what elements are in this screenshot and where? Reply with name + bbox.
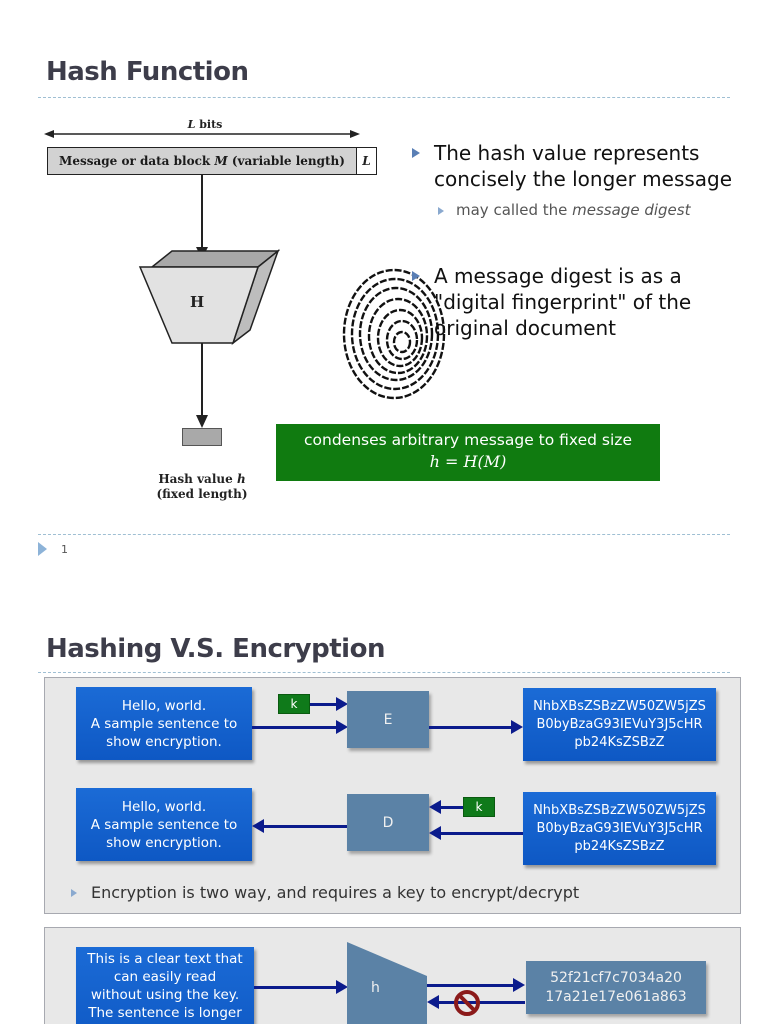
definition-callout: condenses arbitrary message to fixed siz… <box>276 424 660 481</box>
ciphertext-input-arrow <box>429 826 523 840</box>
bullet-2-text: A message digest is as a "digital finger… <box>434 264 692 340</box>
length-arrow <box>44 130 360 138</box>
page-marker-icon <box>38 542 47 556</box>
footer-divider <box>38 534 730 535</box>
hash-function-label: h <box>371 980 380 996</box>
hash-value-box <box>182 428 222 446</box>
message-block: Message or data block M (variable length… <box>47 147 357 175</box>
hash-value-caption: Hash value h (fixed length) <box>140 472 264 502</box>
key-box: k <box>278 694 310 714</box>
fingerprint-icon <box>342 268 446 400</box>
bullet-icon <box>71 888 77 897</box>
title-divider <box>38 672 730 673</box>
bullet-icon <box>412 271 420 281</box>
hash-function-label: H <box>190 293 205 311</box>
decrypt-output-arrow <box>252 819 347 833</box>
cleartext-box: This is a clear text that can easily rea… <box>76 947 254 1024</box>
bullet-icon <box>412 148 420 158</box>
plaintext-arrow <box>252 720 348 734</box>
cleartext-arrow <box>254 980 348 994</box>
page-number-text: 1 <box>61 542 68 556</box>
digest-arrow <box>427 978 525 992</box>
bullet-1-sub-text: may called the message digest <box>456 201 691 219</box>
key-arrow <box>429 800 463 814</box>
callout-line1: condenses arbitrary message to fixed siz… <box>304 431 632 449</box>
ciphertext-box: NhbXBsZSBzZW50ZW5jZS B0byBzaG93IEVuY3J5c… <box>523 792 716 865</box>
ciphertext-box: NhbXBsZSBzZW50ZW5jZS B0byBzaG93IEVuY3J5c… <box>523 688 716 761</box>
hashing-panel: This is a clear text that can easily rea… <box>44 927 741 1024</box>
encrypt-box: E <box>347 691 429 748</box>
bullet-1-sub: may called the message digest <box>438 200 748 220</box>
hash-funnel-shape <box>347 942 427 1024</box>
bullet-1-text: The hash value represents concisely the … <box>434 141 733 191</box>
caption-line2: (fixed length) <box>156 487 248 501</box>
encryption-note: Encryption is two way, and requires a ke… <box>71 883 579 902</box>
encryption-panel: Hello, world. A sample sentence to show … <box>44 677 741 914</box>
decrypt-box: D <box>347 794 429 851</box>
slide-title-hashing-vs-encryption: Hashing V.S. Encryption <box>46 634 385 664</box>
page-number: 1 <box>38 542 68 556</box>
ciphertext-arrow <box>429 720 523 734</box>
key-arrow <box>310 697 348 711</box>
length-field: L <box>357 147 377 175</box>
length-label: L bits <box>187 118 223 131</box>
prohibited-icon <box>454 990 480 1016</box>
down-arrow-icon <box>196 415 208 428</box>
callout-formula: h = H(M) <box>429 452 507 471</box>
hash-function-box <box>138 266 260 344</box>
decrypted-plaintext-box: Hello, world. A sample sentence to show … <box>76 788 252 861</box>
slide-title-hash-function: Hash Function <box>46 57 249 87</box>
sub-bullet-icon <box>438 207 444 215</box>
key-box: k <box>463 797 495 817</box>
bullet-1: The hash value represents concisely the … <box>412 140 752 192</box>
digest-box: 52f21cf7c7034a20 17a21e17e061a863 <box>526 961 706 1014</box>
title-divider <box>38 97 730 98</box>
plaintext-box: Hello, world. A sample sentence to show … <box>76 687 252 760</box>
hash-diagram <box>138 175 281 428</box>
bullet-2: A message digest is as a "digital finger… <box>412 263 752 341</box>
message-block-label: Message or data block M (variable length… <box>59 154 345 168</box>
caption-line1: Hash value h <box>158 472 246 486</box>
